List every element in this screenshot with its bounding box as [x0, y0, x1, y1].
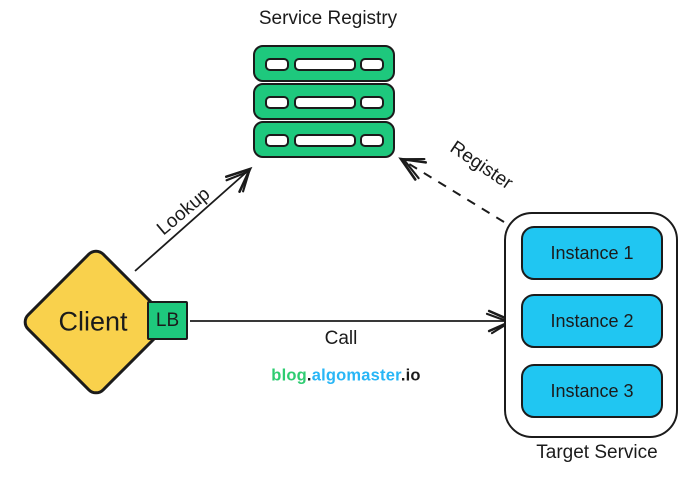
server-slot-icon: [360, 96, 384, 109]
load-balancer-box: LB: [147, 301, 188, 340]
instance-1-box: Instance 1: [521, 226, 663, 280]
server-slot-icon: [265, 96, 289, 109]
target-service-title: Target Service: [536, 442, 658, 463]
client-label: Client: [58, 306, 128, 337]
lookup-arrow: [134, 166, 253, 272]
instance-3-box: Instance 3: [521, 364, 663, 418]
server-icon: [253, 83, 395, 120]
server-slot-icon: [360, 58, 384, 71]
watermark-blog: blog: [271, 366, 307, 385]
watermark-dot2: .: [400, 366, 406, 385]
server-icon: [253, 121, 395, 158]
server-slot-icon: [360, 134, 384, 147]
instance-1-label: Instance 1: [550, 242, 634, 263]
instance-2-label: Instance 2: [550, 310, 634, 331]
instance-3-label: Instance 3: [550, 380, 634, 401]
client-diamond-shape: [23, 249, 169, 395]
call-arrow-label: Call: [324, 328, 358, 349]
server-slot-icon: [294, 96, 356, 109]
watermark-algomaster: algomaster: [311, 366, 401, 385]
server-slot-icon: [294, 134, 356, 147]
server-slot-icon: [265, 58, 289, 71]
service-registry-title: Service Registry: [258, 8, 398, 29]
server-icon: [253, 45, 395, 82]
server-slot-icon: [265, 134, 289, 147]
watermark-dot1: .: [306, 366, 312, 385]
register-arrow: [398, 157, 505, 223]
instance-2-box: Instance 2: [521, 294, 663, 348]
load-balancer-label: LB: [155, 309, 180, 331]
watermark-io: io: [405, 366, 421, 385]
watermark: blog.algomaster.io: [271, 367, 420, 386]
server-slot-icon: [294, 58, 356, 71]
